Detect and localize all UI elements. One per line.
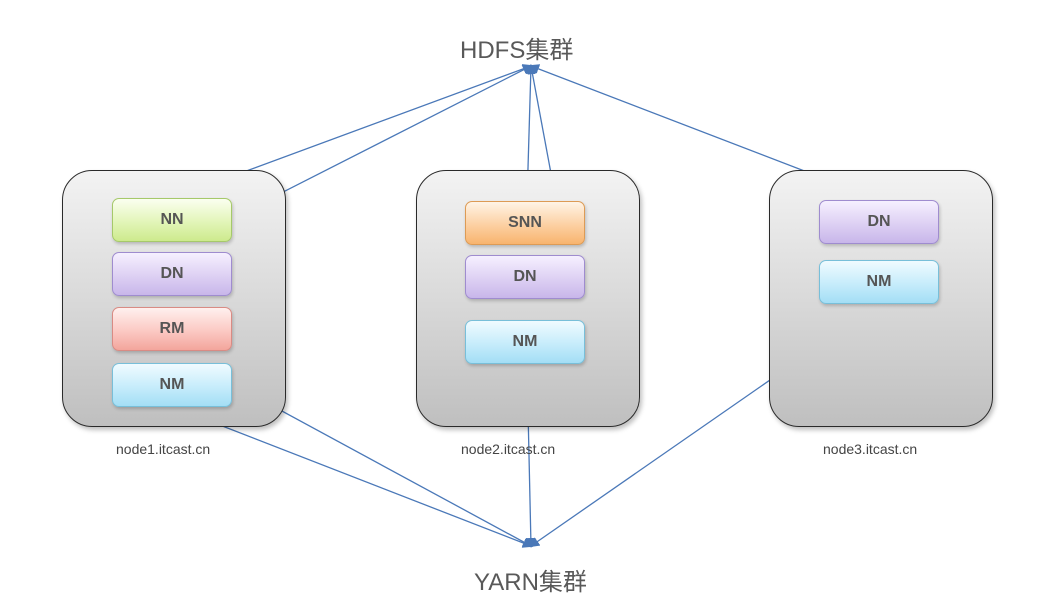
link-node1-nm-to-yarn (175, 407, 533, 548)
node2-hostname: node2.itcast.cn (461, 441, 556, 457)
node2-snn-service: SNN (465, 201, 585, 245)
yarn-cluster-title: YARN集群 (474, 569, 587, 596)
node3-dn-service: DN (819, 200, 939, 244)
node1-rm-service: RM (112, 307, 232, 351)
node1-dn-service: DN (112, 252, 232, 296)
node2-dn-service: DN (465, 255, 585, 299)
node3-hostname: node3.itcast.cn (823, 441, 918, 457)
node1-hostname: node1.itcast.cn (116, 441, 211, 457)
node1-nn-service: NN (112, 198, 232, 242)
node3-nm-service: NM (819, 260, 939, 304)
node2-nm-service: NM (465, 320, 585, 364)
node1-nm-service: NM (112, 363, 232, 407)
hdfs-cluster-title: HDFS集群 (460, 37, 574, 64)
